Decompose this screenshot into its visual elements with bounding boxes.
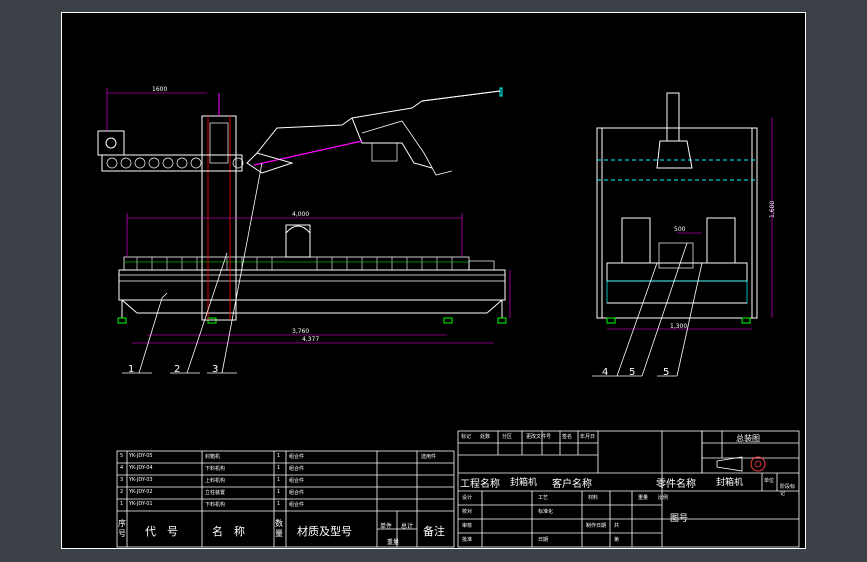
bom-qty: 1 [277,453,281,459]
side-view: 1,600 1,300 500 [592,92,776,377]
bom-seq: 3 [120,477,124,483]
bom-header-unit: 单件 [380,523,393,530]
part-label: 零件名称 [656,479,696,490]
bom-header-qty: 数量 [275,519,283,538]
front-view: 1600 4,000 3,760 4,377 [97,86,511,374]
title-block: 标记 处数 分区 更改文件号 签名 年月日 总装图 工程名称 封箱机 客户名称 … [458,431,799,547]
bom-code: YK-JDY-04 [129,465,153,471]
bom-material: 组合件 [289,490,305,496]
sign-mid-label: 日期 [538,537,549,543]
project-label: 工程名称 [460,479,500,490]
part-value: 封箱机 [716,478,744,488]
sign-mid-label: 标准化 [538,509,554,515]
bom-code: YK-JDY-02 [129,489,153,495]
sheet-no-label: 第 [614,537,620,543]
bom-row: 2 YK-JDY-02 立柱装置 1 组合件 [117,489,454,499]
bom-material: 组合件 [289,466,305,472]
cad-drawing: 1600 4,000 3,760 4,377 [97,86,800,548]
bom-name: 上料机构 [205,478,226,484]
bom-qty: 1 [277,477,281,483]
sign-row-label: 审核 [462,523,473,529]
bom-qty: 1 [277,465,281,471]
bom-row: 1 YK-JDY-01 下料机构 1 组合件 [117,501,454,511]
client-label: 客户名称 [552,479,592,490]
part-number-1: 1 [128,364,135,375]
rev-header: 标记 [461,434,472,440]
svg-text:1600: 1600 [152,86,167,93]
material-label: 材料 [588,495,599,501]
bom-code: YK-JDY-01 [129,501,153,507]
svg-text:500: 500 [674,226,686,233]
bom-row: 3 YK-JDY-03 上料机构 1 组合件 [117,477,454,487]
bom-name: 立柱装置 [205,490,226,496]
weight-label: 重量 [638,495,649,501]
project-value: 封箱机 [510,478,538,488]
bom-table-grid [116,450,455,548]
part-number-5b: 5 [663,367,670,378]
bom-name: 下料机构 [205,502,226,508]
bom-seq: 1 [120,501,124,507]
scale-label: 比例 [658,495,669,501]
svg-text:4,000: 4,000 [292,211,309,218]
bom-row: 4 YK-JDY-04 下料机构 1 组合件 [117,465,454,475]
bom-header-weight: 重量 [387,539,400,546]
bom-header-name: 名 称 [212,525,245,538]
bom-header-row: 序号 代 号 名 称 数量 材质及型号 单件 总计 重量 备注 [117,513,454,547]
bom-material: 组合件 [289,454,305,460]
bom-table: 5 YK-JDY-05 封箱机 1 组合件 选用件 4 YK-JDY-04 下料… [117,451,454,547]
rev-header: 签名 [562,434,573,440]
bom-name: 下料机构 [205,466,226,472]
svg-text:1,300: 1,300 [670,323,687,330]
bom-name: 封箱机 [205,454,221,460]
bom-seq: 2 [120,489,124,495]
rev-header: 处数 [480,434,491,440]
drawing-title: 总装图 [736,434,760,443]
svg-text:1,600: 1,600 [769,201,776,218]
sign-row-label: 设计 [462,495,473,501]
sign-row-label: 校对 [462,509,473,515]
bom-remark: 选用件 [421,454,437,460]
bom-header-material: 材质及型号 [297,525,352,538]
sign-row-label: 工艺 [538,495,549,501]
part-number-3: 3 [212,364,219,375]
part-number-4: 4 [602,367,609,378]
process-label: 制作日期 [586,523,607,529]
bom-qty: 1 [277,501,281,507]
bom-code: YK-JDY-05 [129,453,153,459]
sign-row-label: 批准 [462,537,473,543]
bom-qty: 1 [277,489,281,495]
bom-header-seq: 序号 [118,519,126,538]
bom-seq: 4 [120,465,124,471]
drawing-no-label: 图号 [670,514,689,524]
rev-header: 分区 [502,434,513,440]
unit-label: 单位 [764,478,775,484]
svg-text:3,760: 3,760 [292,328,309,335]
bom-seq: 5 [120,453,124,459]
bom-code: YK-JDY-03 [129,477,153,483]
part-number-5a: 5 [629,367,636,378]
drawing-sheet: 1600 4,000 3,760 4,377 [61,12,806,549]
company-logo [716,456,766,472]
bom-header-code: 代 号 [145,525,178,538]
bom-row: 5 YK-JDY-05 封箱机 1 组合件 选用件 [117,453,454,463]
rev-header: 更改文件号 [526,434,552,440]
bom-material: 组合件 [289,478,305,484]
part-number-2: 2 [174,364,181,375]
sheet-total-label: 共 [614,523,620,529]
title-block-grid [457,430,800,548]
bom-header-total: 总计 [401,523,414,530]
bom-header-remark: 备注 [423,525,445,538]
stage-label: 阶段标记 [780,484,796,497]
rev-header: 年月日 [580,434,596,440]
svg-text:4,377: 4,377 [302,336,319,343]
bom-material: 组合件 [289,502,305,508]
